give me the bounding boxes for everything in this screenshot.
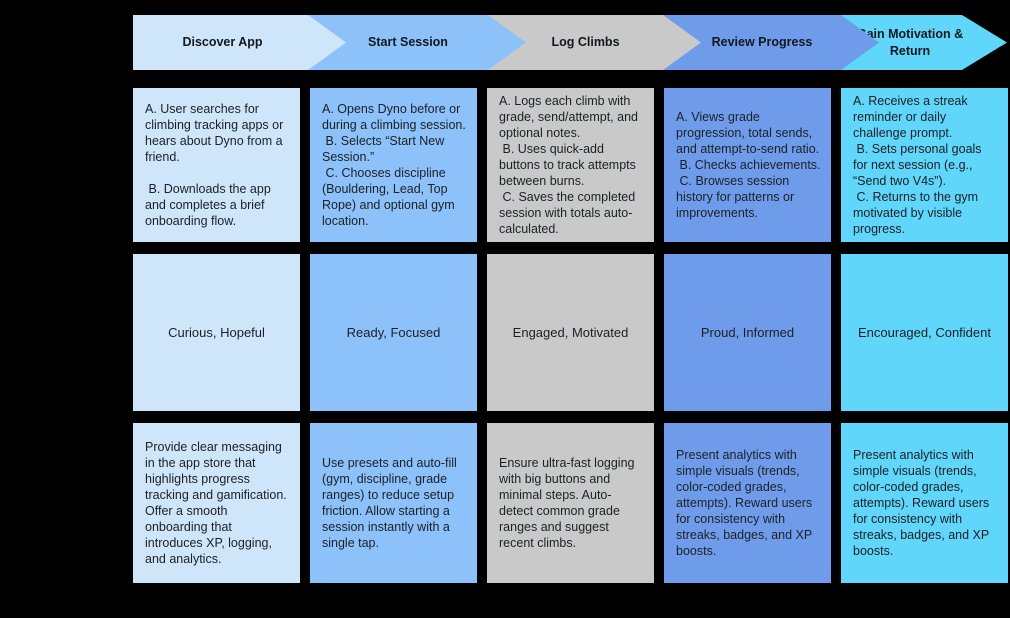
opportunity-text: Ensure ultra-fast logging with big butto… — [499, 456, 638, 550]
opportunity-text: Present analytics with simple visuals (t… — [853, 448, 993, 558]
feeling-cell-gain-motivation-return: Encouraged, Confident — [841, 254, 1008, 411]
stage-label: Discover App — [182, 35, 263, 50]
opportunity-cell-start-session: Use presets and auto-fill (gym, discipli… — [310, 423, 477, 583]
feeling-cell-discover-app: Curious, Hopeful — [133, 254, 300, 411]
stage-label: Gain Motivation & Return — [856, 27, 964, 58]
opportunity-cell-review-progress: Present analytics with simple visuals (t… — [664, 423, 831, 583]
opportunity-cell-gain-motivation-return: Present analytics with simple visuals (t… — [841, 423, 1008, 583]
actions-cell-log-climbs: A. Logs each climb with grade, send/atte… — [487, 88, 654, 242]
actions-text: A. User searches for climbing tracking a… — [145, 102, 284, 228]
actions-text: A. Receives a streak reminder or daily c… — [853, 94, 982, 236]
feeling-text: Ready, Focused — [346, 324, 441, 340]
actions-cell-gain-motivation-return: A. Receives a streak reminder or daily c… — [841, 88, 1008, 242]
actions-text: A. Views grade progression, total sends,… — [676, 110, 821, 220]
stage-label: Log Climbs — [551, 35, 620, 50]
opportunity-text: Present analytics with simple visuals (t… — [676, 448, 816, 558]
feeling-text: Proud, Informed — [700, 324, 795, 340]
feeling-cell-start-session: Ready, Focused — [310, 254, 477, 411]
actions-cell-review-progress: A. Views grade progression, total sends,… — [664, 88, 831, 242]
actions-cell-start-session: A. Opens Dyno before or during a climbin… — [310, 88, 477, 242]
feeling-cell-review-progress: Proud, Informed — [664, 254, 831, 411]
stage-label: Review Progress — [711, 35, 813, 50]
stage-label: Start Session — [368, 35, 448, 50]
feeling-text: Curious, Hopeful — [168, 324, 265, 340]
actions-cell-discover-app: A. User searches for climbing tracking a… — [133, 88, 300, 242]
opportunity-cell-discover-app: Provide clear messaging in the app store… — [133, 423, 300, 583]
opportunity-text: Provide clear messaging in the app store… — [145, 440, 291, 566]
feeling-cell-log-climbs: Engaged, Motivated — [487, 254, 654, 411]
actions-text: A. Logs each climb with grade, send/atte… — [499, 94, 638, 236]
opportunity-text: Use presets and auto-fill (gym, discipli… — [322, 456, 461, 550]
actions-text: A. Opens Dyno before or during a climbin… — [322, 102, 466, 228]
opportunity-cell-log-climbs: Ensure ultra-fast logging with big butto… — [487, 423, 654, 583]
journey-grid: A. User searches for climbing tracking a… — [133, 88, 1008, 583]
feeling-text: Encouraged, Confident — [858, 324, 991, 340]
feeling-text: Engaged, Motivated — [512, 324, 629, 340]
stage-arrow-discover-app: Discover App — [133, 15, 346, 70]
